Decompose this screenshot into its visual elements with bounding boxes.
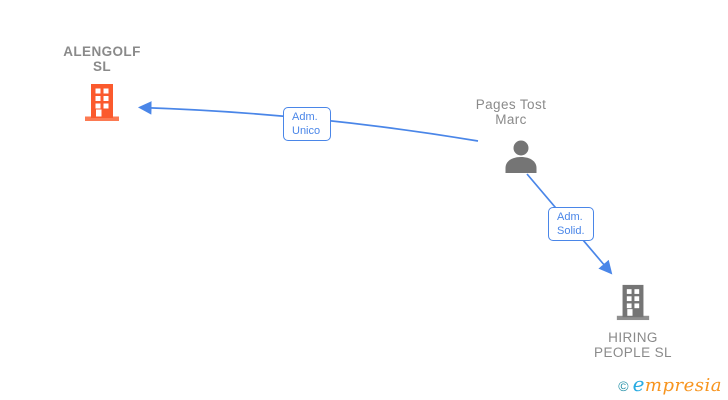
- node-label-pages-tost: Pages Tost Marc: [475, 97, 547, 127]
- edge-label-adm-unico: Adm. Unico: [283, 107, 331, 141]
- node-company-hiring-people[interactable]: HIRING PEOPLE SL: [583, 283, 683, 360]
- edge-label-adm-solid: Adm. Solid.: [548, 207, 594, 241]
- brand-rest: mpresia: [644, 375, 722, 396]
- node-person-pages-tost[interactable]: Pages Tost Marc: [461, 97, 561, 178]
- building-icon: [614, 283, 652, 326]
- brand-initial: e: [632, 372, 645, 396]
- copyright-symbol: ©: [618, 378, 629, 394]
- node-company-alengolf[interactable]: ALENGOLF SL: [50, 44, 154, 127]
- node-label-hiring-people: HIRING PEOPLE SL: [594, 330, 672, 360]
- person-icon: [498, 140, 544, 178]
- node-label-alengolf: ALENGOLF SL: [63, 44, 141, 74]
- brand-wordmark: empresia: [633, 372, 722, 396]
- empresia-logo[interactable]: © empresia: [618, 372, 722, 396]
- building-icon: [50, 82, 154, 127]
